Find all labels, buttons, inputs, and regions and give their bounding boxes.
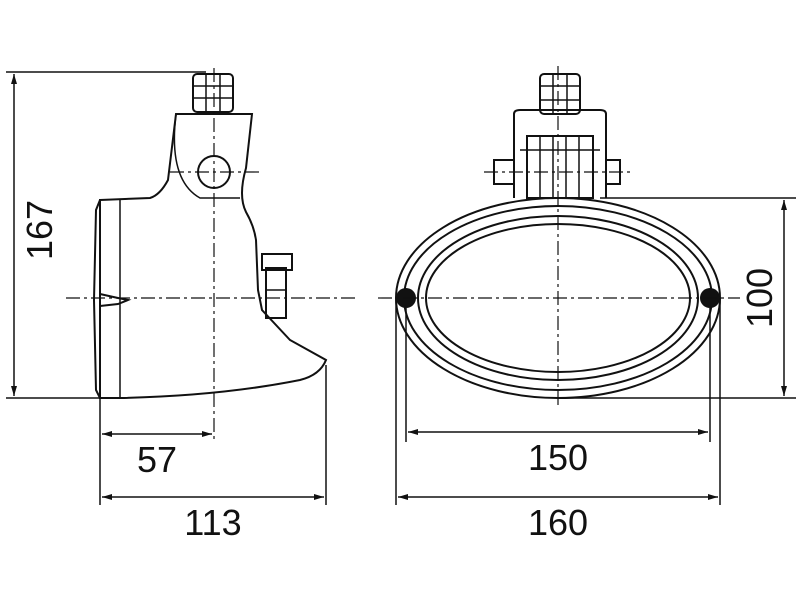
dimension-lines: 167 57 113 150 160 100	[6, 71, 796, 543]
front-view	[378, 66, 740, 405]
side-connector-plug	[261, 253, 293, 319]
dim-front-width-label: 160	[528, 502, 588, 543]
dim-mount-spacing-label: 150	[528, 437, 588, 478]
front-top-nut-icon	[539, 73, 581, 115]
dim-side-depth-label: 113	[184, 502, 241, 543]
side-top-nut-icon	[192, 73, 234, 113]
dim-center-offset-label: 57	[137, 439, 177, 480]
side-housing-outline	[99, 113, 328, 399]
side-lens-notch	[99, 293, 132, 307]
side-lens-face	[92, 199, 101, 399]
side-view	[66, 68, 356, 440]
dim-lens-height-label: 100	[739, 268, 780, 328]
front-bracket	[493, 109, 621, 199]
dim-total-height-label: 167	[19, 200, 60, 260]
